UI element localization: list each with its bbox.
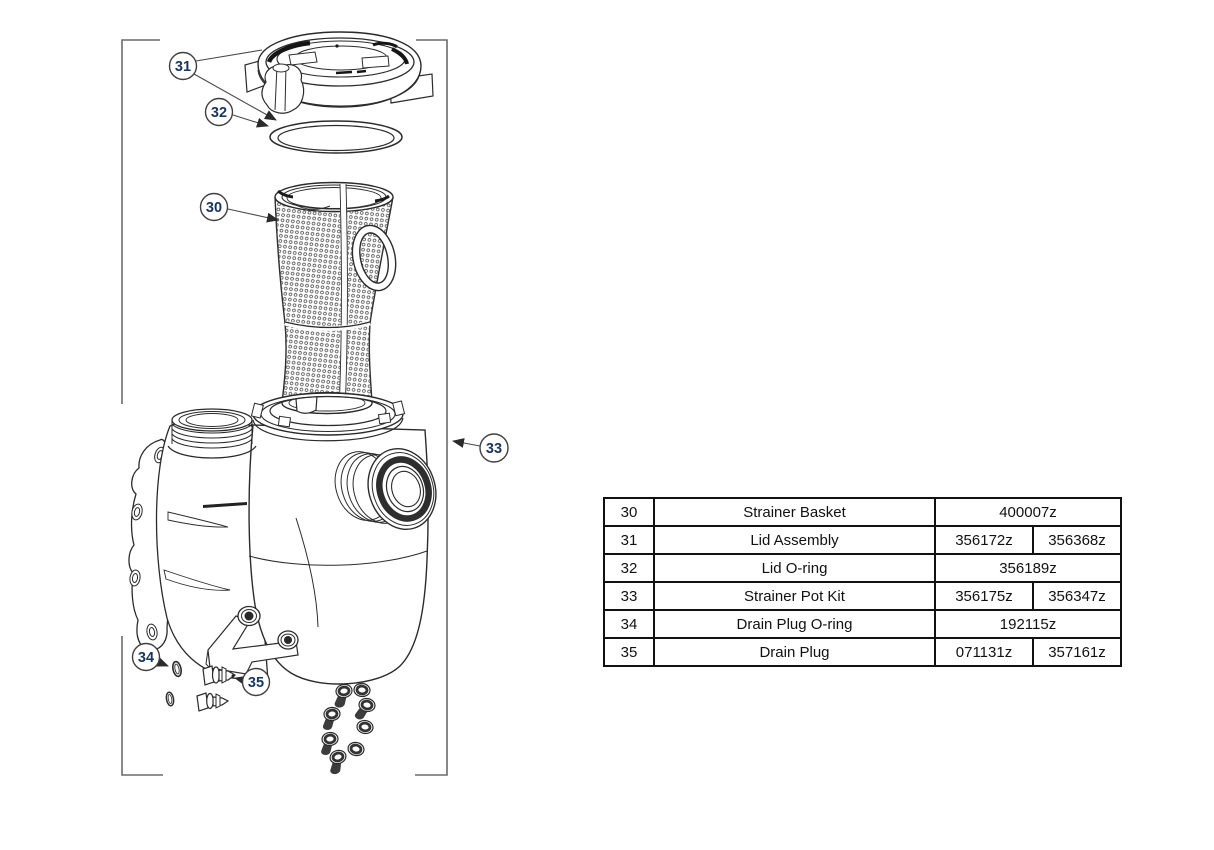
description-cell: Lid Assembly [653, 525, 936, 555]
union-port [167, 408, 257, 459]
description-cell: Drain Plug O-ring [653, 609, 936, 639]
drain-plug-oring-drawing [165, 660, 183, 707]
part-id-cell: 31 [603, 525, 655, 555]
table-row: 30 Strainer Basket 400007z [603, 497, 1122, 527]
part-number-cell: 192115z [934, 609, 1122, 639]
part-id-cell: 30 [603, 497, 655, 527]
plug-cluster-drawing [321, 682, 376, 775]
table-row: 33 Strainer Pot Kit 356175z 356347z [603, 581, 1122, 611]
table-row: 34 Drain Plug O-ring 192115z [603, 609, 1122, 639]
diagram-frame [121, 39, 448, 776]
part-number-cell: 356368z [1032, 525, 1122, 555]
callout-34: 34 [131, 642, 161, 672]
part-number-cell: 356175z [934, 581, 1034, 611]
table-row: 32 Lid O-ring 356189z [603, 553, 1122, 583]
callout-33-label: 33 [486, 441, 502, 457]
part-number-cell: 356172z [934, 525, 1034, 555]
parts-table: 30 Strainer Basket 400007z 31 Lid Assemb… [603, 497, 1122, 667]
strainer-pot-drawing [128, 392, 437, 685]
part-id-cell: 33 [603, 581, 655, 611]
callout-35: 35 [241, 667, 271, 697]
callout-33: 33 [479, 433, 509, 463]
description-cell: Lid O-ring [653, 553, 936, 583]
table-row: 31 Lid Assembly 356172z 356368z [603, 525, 1122, 555]
part-id-cell: 34 [603, 609, 655, 639]
strainer-basket-drawing [274, 181, 397, 415]
description-cell: Strainer Pot Kit [653, 581, 936, 611]
part-id-cell: 32 [603, 553, 655, 583]
part-number-cell: 357161z [1032, 637, 1122, 667]
lid-oring-drawing [269, 120, 403, 154]
callout-34-label: 34 [138, 650, 154, 666]
part-number-cell: 071131z [934, 637, 1034, 667]
table-row: 35 Drain Plug 071131z 357161z [603, 637, 1122, 667]
pot-collar [250, 392, 406, 442]
part-number-cell: 356347z [1032, 581, 1122, 611]
leader-lines [155, 49, 481, 686]
callout-30-label: 30 [206, 200, 222, 216]
part-number-cell: 400007z [934, 497, 1122, 527]
callout-31: 31 [168, 51, 198, 81]
lid-assembly-drawing [244, 31, 434, 114]
part-id-cell: 35 [603, 637, 655, 667]
part-number-cell: 356189z [934, 553, 1122, 583]
callout-32-label: 32 [211, 105, 227, 121]
description-cell: Drain Plug [653, 637, 936, 667]
side-port [334, 447, 437, 531]
drain-plug-drawing [196, 665, 237, 712]
description-cell: Strainer Basket [653, 497, 936, 527]
callout-35-label: 35 [248, 675, 264, 691]
callout-30: 30 [199, 192, 229, 222]
drain-boss [237, 605, 299, 650]
callout-31-label: 31 [175, 59, 191, 75]
callout-32: 32 [204, 97, 234, 127]
